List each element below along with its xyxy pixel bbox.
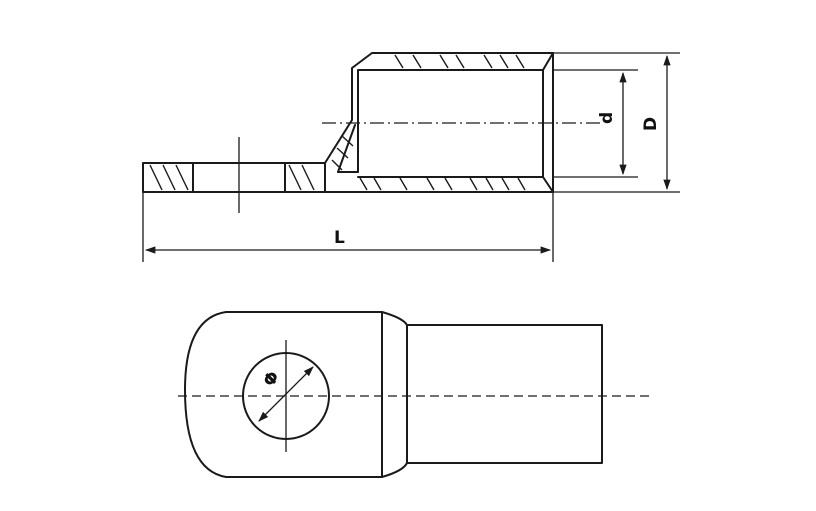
barrel-wall-hatching	[331, 54, 526, 191]
hole-diameter-label: Φ	[259, 367, 283, 391]
palm-hatching	[149, 164, 315, 191]
barrel-mouth-chamfer-bottom	[542, 176, 554, 193]
hole-diameter-dimension	[258, 366, 314, 422]
barrel-mouth-chamfer-top	[542, 52, 554, 71]
neck-taper	[381, 311, 408, 478]
inner-diameter-label: d	[597, 112, 617, 124]
neck-inner-slope	[337, 124, 356, 173]
top-view: Φ	[178, 311, 650, 478]
side-section-view: L d D	[142, 52, 680, 262]
lug-palm-outline	[184, 311, 383, 478]
palm-plate-right	[284, 162, 326, 193]
barrel-top-view	[406, 324, 603, 464]
outer-diameter-label: D	[641, 117, 661, 131]
length-label: L	[334, 228, 345, 248]
palm-plate-left	[142, 162, 194, 193]
barrel-inner-bore	[337, 69, 544, 178]
